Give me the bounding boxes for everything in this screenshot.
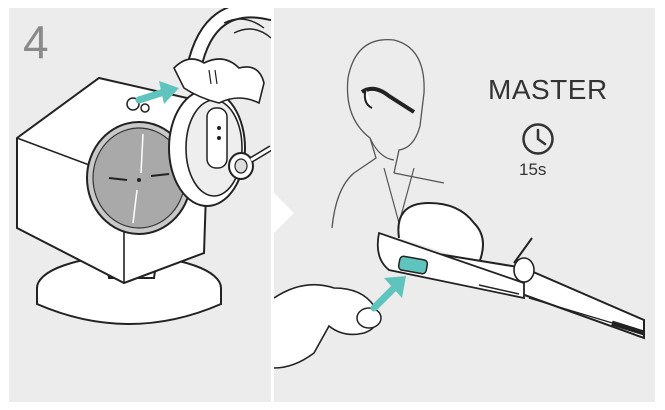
person-sketch — [332, 40, 444, 228]
step-panel-docking: 4 — [9, 8, 271, 402]
duration-label: 15s — [519, 160, 546, 180]
clock-icon — [521, 122, 555, 156]
headset-large — [378, 203, 644, 338]
hand-sketch — [174, 59, 264, 103]
master-illustration — [274, 8, 655, 402]
mode-label: MASTER — [488, 74, 608, 106]
arrow-icon — [374, 276, 406, 308]
step-number: 4 — [23, 19, 49, 65]
step-panel-master: MASTER 15s — [274, 8, 655, 402]
